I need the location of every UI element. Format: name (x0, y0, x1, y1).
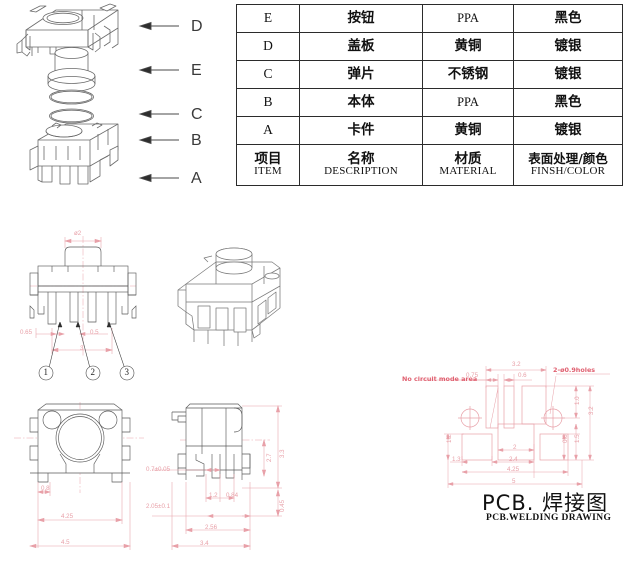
header-material: 材质 MATERIAL (422, 144, 514, 186)
cell-material: 不锈钢 (422, 60, 514, 89)
top-plan-view (8, 398, 148, 563)
header-item-en: ITEM (254, 165, 282, 178)
header-material-cn: 材质 (454, 150, 482, 167)
part-cover-plate-D (16, 3, 119, 57)
table-row: E 按钮 PPA 黑色 (236, 4, 623, 33)
table-row: D 盖板 黄铜 镀银 (236, 32, 623, 61)
side-dim-overall-depth: 3.4 (200, 540, 209, 547)
side-dim-gap-b: 0.84 (226, 492, 239, 499)
side-dim-gap-a: 1.2 (209, 492, 218, 499)
exploded-label-C: C (191, 106, 203, 123)
pcb-dim-mid-span: 2.4 (509, 456, 518, 463)
header-item: 项目 ITEM (236, 144, 300, 186)
table-header-row: 项目 ITEM 名称 DESCRIPTION 材质 MATERIAL 表面处理/… (236, 144, 623, 186)
top-dim-overall-width: 4.5 (61, 539, 70, 546)
header-description: 名称 DESCRIPTION (299, 144, 423, 186)
side-dim-pin-height: 2.05±0.1 (146, 503, 171, 510)
exploded-label-E: E (191, 62, 202, 79)
table-row: B 本体 PPA 黑色 (236, 88, 623, 117)
header-item-cn: 项目 (254, 150, 282, 167)
table-row: A 卡件 黄铜 镀银 (236, 116, 623, 145)
front-elevation-view (8, 228, 158, 381)
side-dim-inner-depth: 2.56 (205, 524, 218, 531)
part-contact-spring-C (49, 89, 94, 124)
front-dim-diameter: ø2 (74, 230, 82, 237)
side-dim-foot-height: 0.45 (279, 499, 286, 512)
header-material-en: MATERIAL (439, 165, 497, 178)
front-dim-pin-span: 3 (80, 345, 84, 352)
pcb-dim-pad-gap: 0.6 (518, 372, 527, 379)
pcb-title-en: PCB.WELDING DRAWING (486, 513, 612, 523)
header-finish: 表面处理/颜色 FINSH/COLOR (513, 144, 623, 186)
pcb-dim-left-offset: 1.3 (452, 456, 461, 463)
pcb-dim-mid-v: 1.5 (574, 434, 581, 443)
bill-of-materials-table: E 按钮 PPA 黑色 D 盖板 黄铜 镀银 C 弹片 不锈钢 镀银 B 本体 … (236, 4, 623, 186)
exploded-label-A: A (191, 170, 202, 187)
exploded-label-D: D (191, 18, 203, 35)
header-description-en: DESCRIPTION (324, 165, 398, 178)
cell-item: B (236, 88, 300, 117)
pcb-dim-hole-offset: 1.0 (574, 396, 581, 405)
pcb-title-cn: PCB. 焊接图 (482, 491, 609, 515)
pcb-dim-inner-pad: 2 (513, 444, 517, 451)
part-body-B-clip-A (29, 122, 119, 185)
cell-finish: 黑色 (513, 4, 623, 33)
cell-description: 弹片 (299, 60, 423, 89)
part-button-E (47, 47, 96, 92)
header-description-cn: 名称 (347, 150, 375, 167)
side-dim-pin-thickness: 0.7±0.05 (146, 466, 171, 473)
top-dim-inner-width: 4.25 (61, 513, 74, 520)
balloon-2: 2 (90, 367, 96, 377)
top-dim-edge: 0.8 (41, 485, 50, 492)
cell-description: 盖板 (299, 32, 423, 61)
header-finish-en: FINSH/COLOR (530, 164, 606, 177)
pcb-dim-pad-v: 0.8 (562, 434, 569, 443)
pcb-dim-overall-span: 5 (512, 478, 516, 485)
cell-finish: 镀银 (513, 32, 623, 61)
cell-material: PPA (422, 88, 514, 117)
cell-material: 黄铜 (422, 32, 514, 61)
front-dim-right-pin: 0.5 (90, 329, 99, 336)
pcb-dim-top-span: 3.2 (512, 361, 521, 368)
cell-finish: 镀银 (513, 116, 623, 145)
cell-description: 按钮 (299, 4, 423, 33)
cell-item: A (236, 116, 300, 145)
exploded-callouts (120, 0, 232, 200)
cell-description: 卡件 (299, 116, 423, 145)
isometric-assembly-view (168, 246, 292, 352)
cell-finish: 黑色 (513, 88, 623, 117)
cell-description: 本体 (299, 88, 423, 117)
header-finish-cn: 表面处理/颜色 (528, 151, 608, 167)
table-row: C 弹片 不锈钢 镀银 (236, 60, 623, 89)
cell-item: C (236, 60, 300, 89)
pcb-dim-inner-span: 4.25 (507, 466, 520, 473)
pcb-dim-pad-left: 0.75 (466, 372, 479, 379)
exploded-label-B: B (191, 132, 202, 149)
pcb-dim-right-height: 3.2 (588, 406, 595, 415)
side-elevation-view (150, 398, 310, 563)
exploded-assembly-view (0, 0, 232, 200)
pcb-dim-left-pad-v: 1.2 (446, 434, 453, 443)
pcb-welding-drawing (398, 356, 613, 491)
cell-finish: 镀银 (513, 60, 623, 89)
pcb-note-holes: 2-ø0.9holes (553, 366, 596, 374)
side-dim-body-height: 2.7 (266, 453, 273, 462)
side-dim-total-height: 3.3 (279, 449, 286, 458)
cell-item: D (236, 32, 300, 61)
balloon-1: 1 (43, 367, 49, 377)
cell-item: E (236, 4, 300, 33)
cell-material: 黄铜 (422, 116, 514, 145)
balloon-3: 3 (124, 367, 130, 377)
pcb-note-no-circuit: No circuit mode area (402, 375, 478, 383)
front-dim-left-pin: 0.65 (20, 329, 33, 336)
cell-material: PPA (422, 4, 514, 33)
